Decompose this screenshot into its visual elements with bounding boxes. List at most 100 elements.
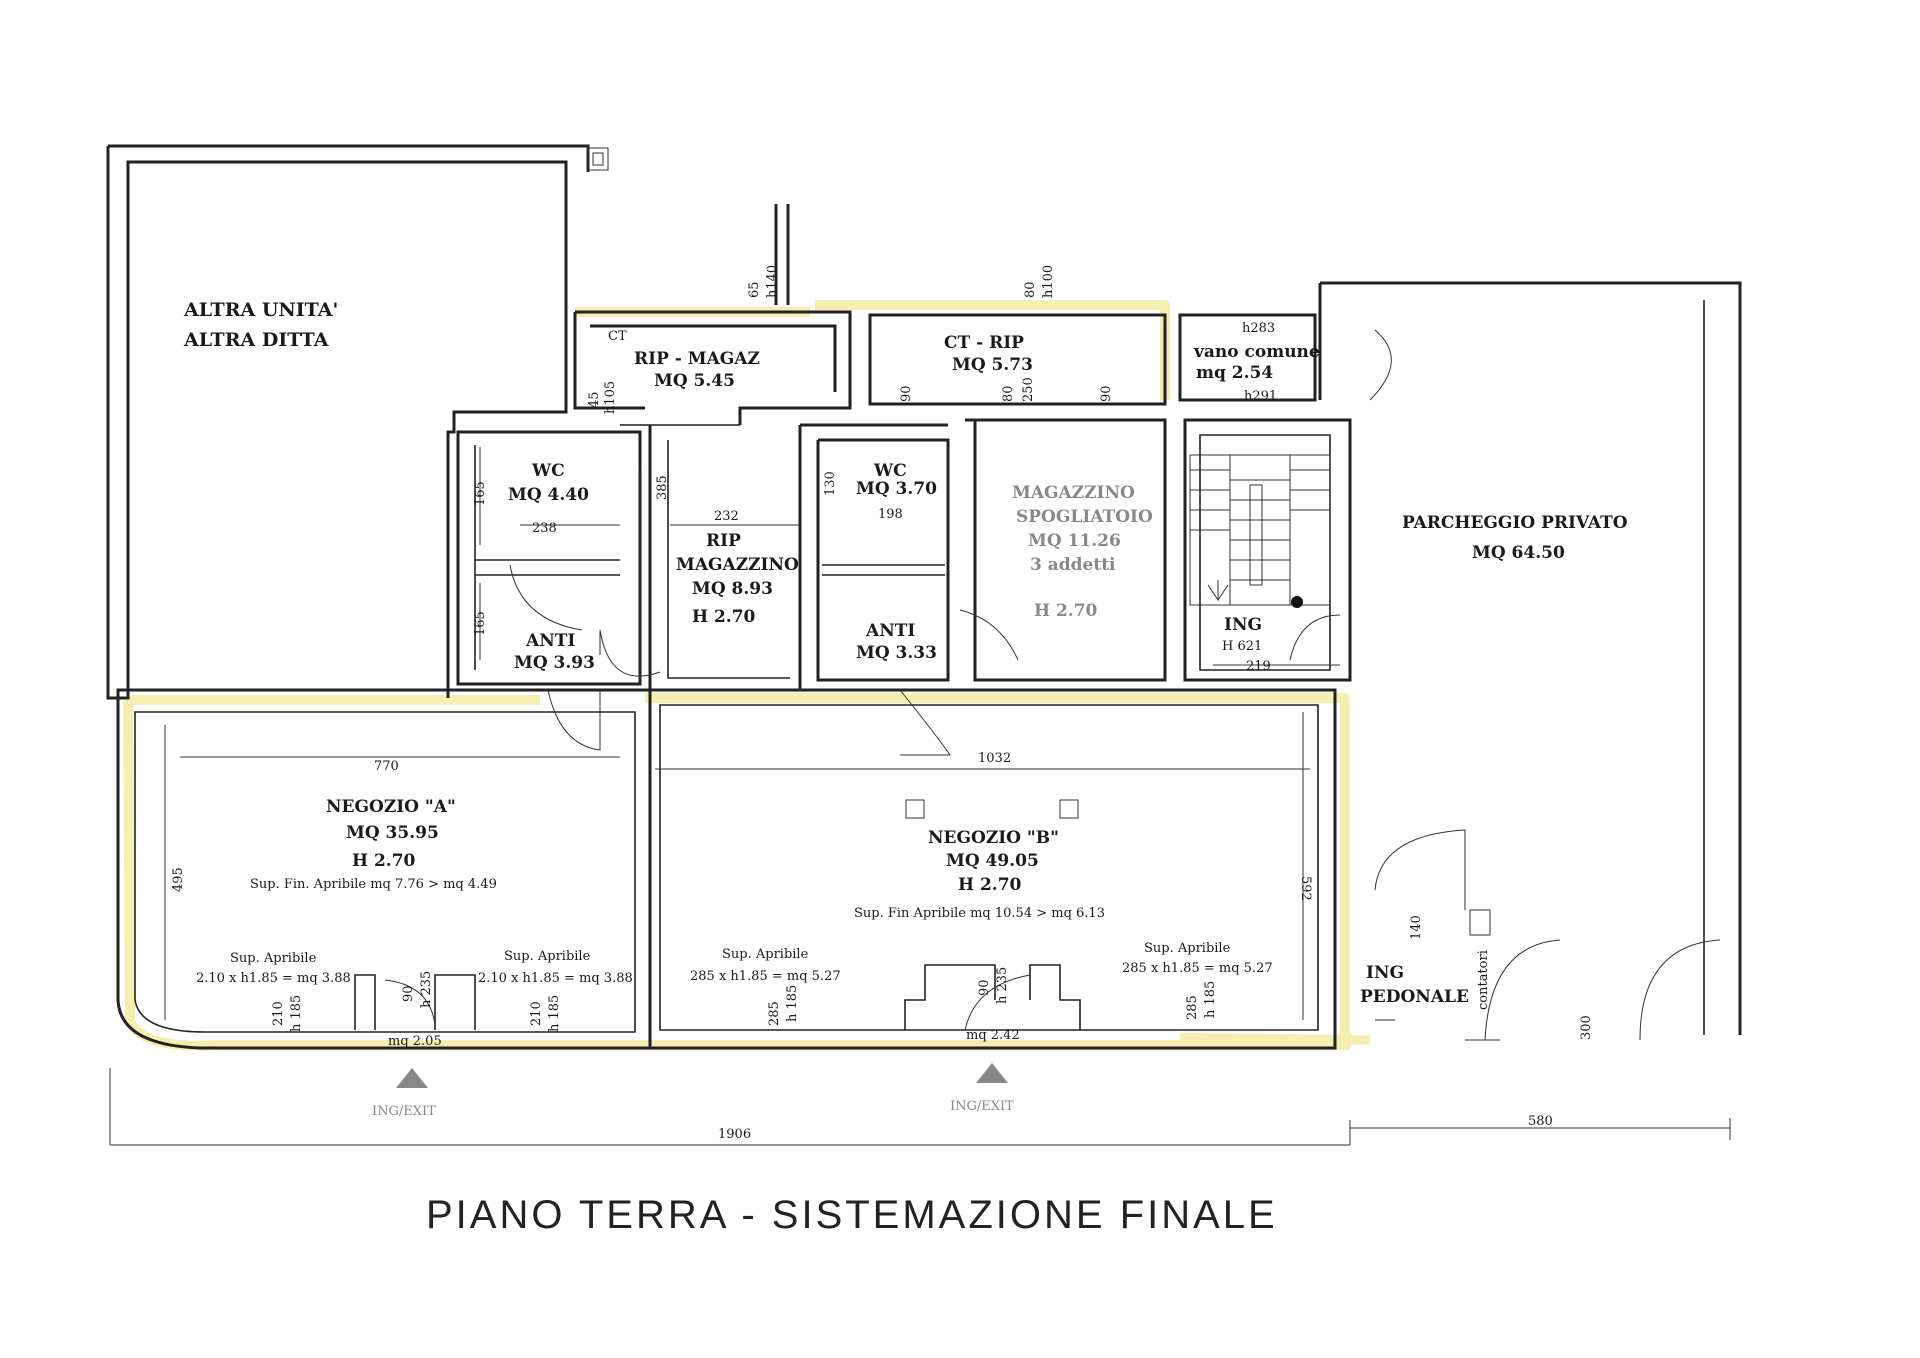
dim-h140: h140 <box>765 265 780 298</box>
sup-apribile-a-left: Sup. Apribile <box>230 951 317 966</box>
altra-unita-line2: ALTRA DITTA <box>183 329 329 351</box>
dim-592: 592 <box>1298 876 1313 901</box>
door-a-area: mq 2.05 <box>388 1034 442 1049</box>
dim-1032: 1032 <box>978 751 1011 766</box>
rip-magaz-area: MQ 5.45 <box>654 371 735 391</box>
negozio-b-sup-fin: Sup. Fin Apribile mq 10.54 > mq 6.13 <box>854 906 1105 921</box>
ct-rip-name: CT - RIP <box>944 333 1024 353</box>
altra-unita-block <box>106 144 609 700</box>
ing-pedonale-line1: ING <box>1366 963 1404 983</box>
dim-90b: 90 <box>1099 385 1114 402</box>
dimension-lines <box>109 447 1731 1146</box>
anti-mid-area: MQ 3.33 <box>856 643 937 663</box>
rip-magazzino-height: H 2.70 <box>692 607 756 627</box>
dim-165a: 165 <box>473 481 488 506</box>
sup-apribile-a-right: Sup. Apribile <box>504 949 591 964</box>
dim-250: 250 <box>1021 377 1036 402</box>
dim-90: 90 <box>899 385 914 402</box>
negozio-a-area: MQ 35.95 <box>346 823 439 843</box>
magazzino-staff: 3 addetti <box>1030 555 1116 575</box>
wc-mid-name: WC <box>873 461 907 481</box>
rip-magaz-name: RIP - MAGAZ <box>634 349 760 369</box>
window-niches <box>354 964 1081 1031</box>
shops-walls <box>116 688 1337 1050</box>
ing-pedonale-line2: PEDONALE <box>1360 987 1469 1007</box>
door-swings <box>509 329 1721 1041</box>
parcheggio-area: MQ 64.50 <box>1472 543 1565 563</box>
dim-198: 198 <box>878 507 903 522</box>
sup-apribile-b-left: Sup. Apribile <box>722 947 809 962</box>
dim-h105: h105 <box>603 381 618 414</box>
negozio-b-area: MQ 49.05 <box>946 851 1039 871</box>
dim-210b: 210 <box>529 1001 544 1026</box>
dim-90c: 90 <box>401 985 416 1002</box>
service-block-walls <box>456 204 1742 1035</box>
negozio-b-height: H 2.70 <box>958 875 1022 895</box>
anti-mid-name: ANTI <box>865 621 915 641</box>
vano-comune-area: mq 2.54 <box>1196 363 1273 383</box>
dim-80: 80 <box>1023 281 1038 298</box>
dim-h235a: h 235 <box>419 971 434 1008</box>
formula-b-left: 285 x h1.85 = mq 5.27 <box>690 969 841 984</box>
dim-90d: 90 <box>977 979 992 996</box>
ing-name: ING <box>1224 615 1262 635</box>
dim-219: 219 <box>1246 659 1271 674</box>
dim-h185a: h 185 <box>289 995 304 1032</box>
sup-apribile-b-right: Sup. Apribile <box>1144 941 1231 956</box>
rip-magazzino-area: MQ 8.93 <box>692 579 773 599</box>
staircase <box>1189 454 1331 608</box>
ct-small-label: CT <box>608 329 627 344</box>
altra-unita-line1: ALTRA UNITA' <box>183 299 338 321</box>
dim-h185b: h 185 <box>547 995 562 1032</box>
negozio-a-name: NEGOZIO "A" <box>326 797 456 817</box>
exit-label-a: ING/EXIT <box>372 1104 436 1119</box>
dim-770: 770 <box>374 759 399 774</box>
rip-magazzino-name1: RIP <box>706 531 741 551</box>
dim-285b: 285 <box>1185 995 1200 1020</box>
magazzino-area: MQ 11.26 <box>1028 531 1121 551</box>
dim-80b: 80 <box>1001 385 1016 402</box>
wc-left-name: WC <box>531 461 565 481</box>
dim-h100: h100 <box>1041 265 1056 298</box>
dim-300: 300 <box>1579 1015 1594 1040</box>
negozio-b-name: NEGOZIO "B" <box>928 828 1059 848</box>
wc-left-area: MQ 4.40 <box>508 485 589 505</box>
page-title: PIANO TERRA - SISTEMAZIONE FINALE <box>426 1193 1278 1237</box>
dim-232: 232 <box>714 509 739 524</box>
dim-h185d: h 185 <box>1203 981 1218 1018</box>
dim-h235b: h 235 <box>995 967 1010 1004</box>
vano-comune-name: vano comune <box>1193 342 1320 362</box>
ing-height: H 621 <box>1222 639 1262 654</box>
anti-left-name: ANTI <box>525 631 575 651</box>
formula-a-right: 2.10 x h1.85 = mq 3.88 <box>478 971 633 986</box>
door-b-area: mq 2.42 <box>966 1028 1020 1043</box>
magazzino-name1: MAGAZZINO <box>1012 483 1135 503</box>
dim-45: 45 <box>587 391 602 408</box>
contatori-label: contatori <box>1476 950 1491 1010</box>
parcheggio-name: PARCHEGGIO PRIVATO <box>1402 513 1628 533</box>
negozio-a-sup-fin: Sup. Fin. Apribile mq 7.76 > mq 4.49 <box>250 877 497 892</box>
dim-285a: 285 <box>767 1001 782 1026</box>
ct-rip-area: MQ 5.73 <box>952 355 1033 375</box>
dim-580: 580 <box>1528 1114 1553 1129</box>
wc-mid-area: MQ 3.70 <box>856 479 937 499</box>
dim-495: 495 <box>171 867 186 892</box>
vano-comune-h-top: h283 <box>1242 321 1275 336</box>
dim-1906: 1906 <box>718 1127 751 1142</box>
dim-130: 130 <box>823 471 838 496</box>
vano-comune-h-bottom: h291 <box>1244 389 1277 404</box>
rip-magazzino-name2: MAGAZZINO <box>676 555 799 575</box>
room-labels: ALTRA UNITA' ALTRA DITTA CT RIP - MAGAZ … <box>183 299 1628 1010</box>
dim-210a: 210 <box>271 1001 286 1026</box>
magazzino-name2: SPOGLIATOIO <box>1016 507 1153 527</box>
formula-b-right: 285 x h1.85 = mq 5.27 <box>1122 961 1273 976</box>
dim-385: 385 <box>655 475 670 500</box>
negozio-a-height: H 2.70 <box>352 851 416 871</box>
dim-65: 65 <box>747 281 762 298</box>
magazzino-height: H 2.70 <box>1034 601 1098 621</box>
exit-label-b: ING/EXIT <box>950 1099 1014 1114</box>
dim-238: 238 <box>532 521 557 536</box>
anti-left-area: MQ 3.93 <box>514 653 595 673</box>
opening-labels: Sup. Apribile 2.10 x h1.85 = mq 3.88 Sup… <box>196 941 1273 1119</box>
